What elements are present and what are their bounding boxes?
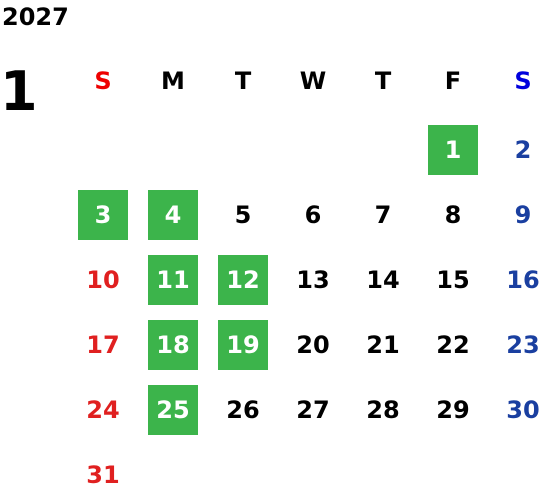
weekday-header-thursday: T [374,67,392,95]
day-cell-9[interactable]: 9 [514,201,532,229]
day-cell-13[interactable]: 13 [296,266,330,294]
day-cell-12[interactable]: 12 [218,255,268,305]
weekday-header-friday: F [444,67,462,95]
day-cell-30[interactable]: 30 [506,396,540,424]
day-cell-8[interactable]: 8 [444,201,462,229]
day-cell-5[interactable]: 5 [234,201,252,229]
month-label: 1 [0,60,38,123]
day-cell-26[interactable]: 26 [226,396,260,424]
day-cell-20[interactable]: 20 [296,331,330,359]
day-cell-18[interactable]: 18 [148,320,198,370]
day-cell-25[interactable]: 25 [148,385,198,435]
day-cell-16[interactable]: 16 [506,266,540,294]
day-cell-7[interactable]: 7 [374,201,392,229]
day-cell-3[interactable]: 3 [78,190,128,240]
day-cell-19[interactable]: 19 [218,320,268,370]
day-cell-10[interactable]: 10 [86,266,120,294]
day-cell-21[interactable]: 21 [366,331,400,359]
day-cell-23[interactable]: 23 [506,331,540,359]
day-cell-14[interactable]: 14 [366,266,400,294]
day-cell-27[interactable]: 27 [296,396,330,424]
day-cell-15[interactable]: 15 [436,266,470,294]
day-cell-29[interactable]: 29 [436,396,470,424]
weekday-header-saturday: S [514,67,532,95]
day-cell-24[interactable]: 24 [86,396,120,424]
year-label: 2027 [2,3,69,31]
weekday-header-monday: M [161,67,185,95]
day-cell-28[interactable]: 28 [366,396,400,424]
day-cell-1[interactable]: 1 [428,125,478,175]
day-cell-2[interactable]: 2 [514,136,532,164]
weekday-header-tuesday: T [234,67,252,95]
day-cell-22[interactable]: 22 [436,331,470,359]
weekday-header-wednesday: W [299,67,327,95]
weekday-header-sunday: S [94,67,112,95]
day-cell-31[interactable]: 31 [86,461,120,489]
day-cell-11[interactable]: 11 [148,255,198,305]
day-cell-4[interactable]: 4 [148,190,198,240]
day-cell-6[interactable]: 6 [304,201,322,229]
day-cell-17[interactable]: 17 [86,331,120,359]
